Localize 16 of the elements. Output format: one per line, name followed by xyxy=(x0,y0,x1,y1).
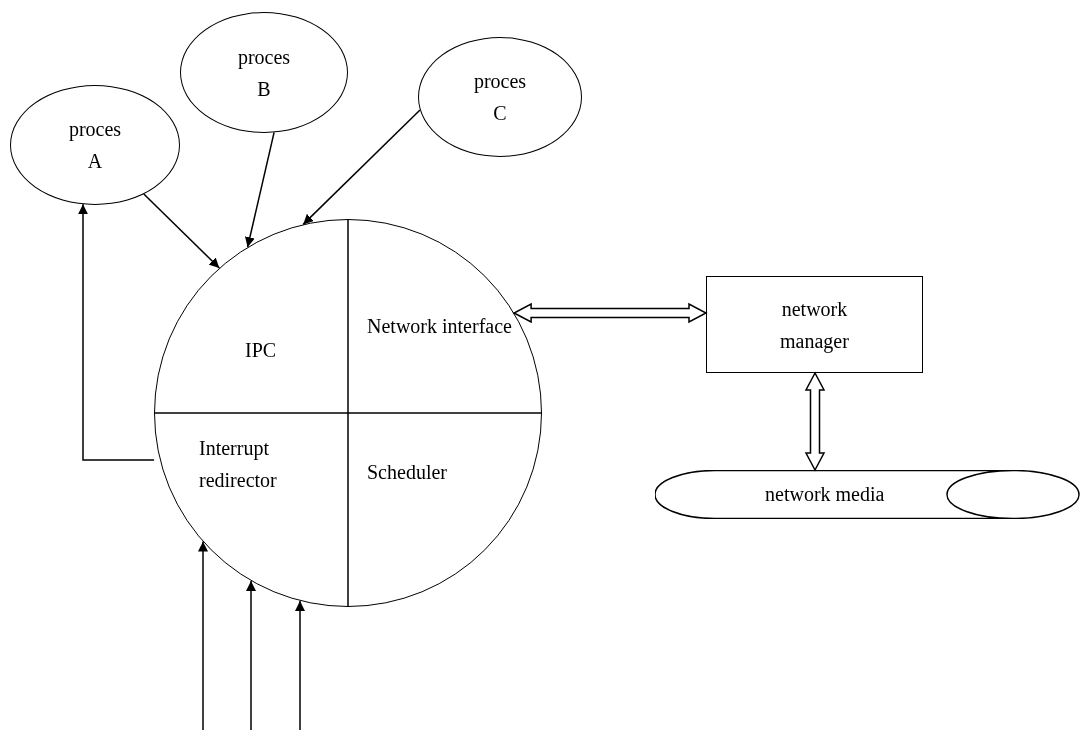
divided-circle xyxy=(154,219,542,607)
process-box: network manager xyxy=(706,276,923,373)
arrow xyxy=(143,193,221,269)
arrow xyxy=(302,109,421,226)
arrow xyxy=(245,131,275,248)
process-ellipse: proces B xyxy=(180,12,348,133)
circle-quadrant: Interrupt redirector xyxy=(155,414,349,608)
double-arrow xyxy=(804,371,826,472)
arrow xyxy=(78,203,155,461)
circle-quadrant: Network interface xyxy=(349,220,543,414)
arrow xyxy=(246,580,256,731)
circle-quadrant: IPC xyxy=(155,220,349,414)
circle-quadrant: Scheduler xyxy=(349,414,543,608)
double-arrow xyxy=(512,302,708,324)
arrow xyxy=(295,600,305,731)
arrow xyxy=(198,540,208,731)
